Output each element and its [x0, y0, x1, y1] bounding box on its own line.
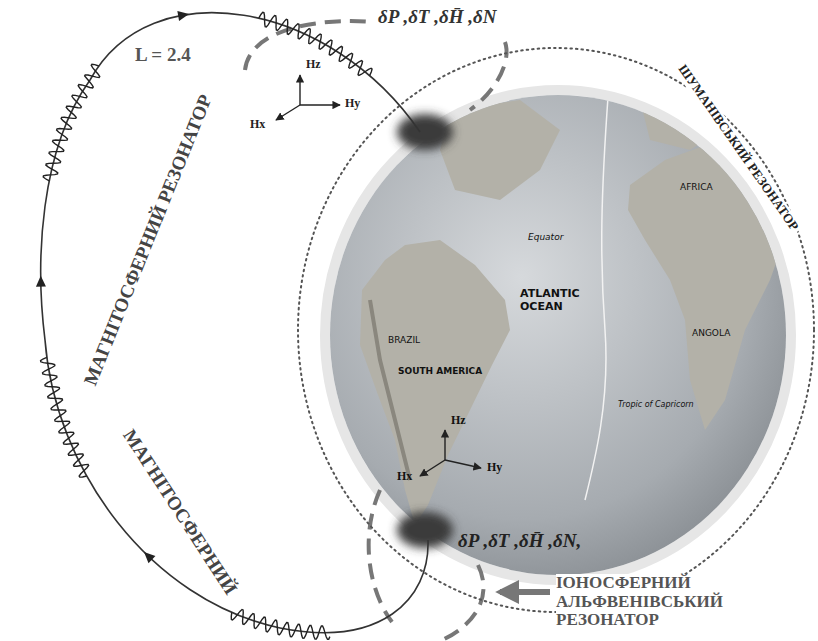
dotted-ring: [298, 48, 814, 612]
field-footprint: [397, 512, 453, 548]
text-holder: МАГНІТОСФЕРНИЙ РЕЗОНАТОР: [78, 89, 217, 392]
text-holder: ATLANTIC OCEAN: [520, 288, 580, 313]
field-line: [41, 13, 428, 633]
field-footprint: [397, 114, 453, 150]
axis-label: Hz: [451, 414, 466, 428]
field-line-loop: [0, 0, 500, 641]
map-label: Tropic of Capricorn: [618, 400, 694, 409]
wave-train: [43, 64, 100, 181]
resonator-label: ІОНОСФЕРНИЙ АЛЬФВЕНІВСЬКИЙ РЕЗОНАТОР: [556, 574, 751, 630]
globe-halo: [325, 90, 791, 580]
text-holder: Tropic of Capricorn: [618, 400, 694, 409]
text-holder: ШУМАНІВСЬКИЙ РЕЗОНАТОР: [673, 60, 803, 236]
text-holder: δP ,δT ,δH̄ ,δN: [378, 6, 496, 28]
resonator-ring: [297, 46, 817, 614]
text-holder: ІОНОСФЕРНИЙ АЛЬФВЕНІВСЬКИЙ РЕЗОНАТОР: [556, 574, 751, 630]
map-label: Equator: [528, 232, 563, 242]
alfven-region: [470, 42, 507, 110]
perturbation-list: δP ,δT ,δH̄ ,δN: [378, 6, 496, 28]
resonator-label: МАГНІТОСФЕРНИЙ: [117, 423, 243, 601]
axis-triad: [276, 75, 340, 120]
alfven-region: [440, 565, 484, 641]
map-label: SOUTH AMERICA: [398, 366, 482, 376]
axis-label: Hx: [250, 118, 265, 132]
text-holder: Hx: [250, 118, 265, 132]
text-holder: δP ,δT ,δH̄ ,δN,: [458, 530, 581, 552]
magnetospheric-resonator: МАГНІТОСФЕРНИЙ РЕЗОНАТОР МАГНІТОСФЕРНИЙ: [0, 0, 500, 641]
text-holder: ANGOLA: [692, 328, 730, 338]
resonator-label: ШУМАНІВСЬКИЙ РЕЗОНАТОР: [673, 60, 803, 236]
wave-train: [231, 609, 330, 639]
perturbation-list: δP ,δT ,δH̄ ,δN,: [458, 530, 581, 552]
map-label: ANGOLA: [692, 328, 730, 338]
axis-label: Hy: [487, 461, 502, 475]
text-holder: Equator: [528, 232, 563, 242]
text-holder: Hz: [451, 414, 466, 428]
text-holder: Hy: [487, 461, 502, 475]
shell-parameter: L = 2.4: [135, 44, 191, 66]
flow-arrowhead: [177, 11, 189, 21]
text-holder: МАГНІТОСФЕРНИЙ: [117, 423, 243, 601]
wave-train: [259, 12, 372, 75]
axis-label: Hx: [397, 470, 412, 484]
text-holder: BRAZIL: [388, 335, 420, 345]
alfven-region: [369, 490, 392, 622]
flow-arrowhead: [144, 552, 155, 563]
schumann-resonator: ШУМАНІВСЬКИЙ РЕЗОНАТОР: [297, 46, 817, 614]
axis-label: Hy: [345, 97, 360, 111]
text-holder: SOUTH AMERICA: [398, 366, 482, 376]
text-holder: Hy: [345, 97, 360, 111]
text-holder: AFRICA: [680, 182, 713, 192]
map-label: ATLANTIC OCEAN: [520, 288, 580, 313]
text-holder: L = 2.4: [135, 44, 191, 66]
axis-triad: [420, 430, 481, 476]
text-holder: Hx: [397, 470, 412, 484]
text-holder: Hz: [306, 58, 321, 72]
flow-arrowhead: [36, 276, 46, 287]
map-label: BRAZIL: [388, 335, 420, 345]
resonator-label: МАГНІТОСФЕРНИЙ РЕЗОНАТОР: [78, 89, 217, 392]
axis-label: Hz: [306, 58, 321, 72]
pointer-arrow: [500, 589, 550, 595]
map-label: AFRICA: [680, 182, 713, 192]
